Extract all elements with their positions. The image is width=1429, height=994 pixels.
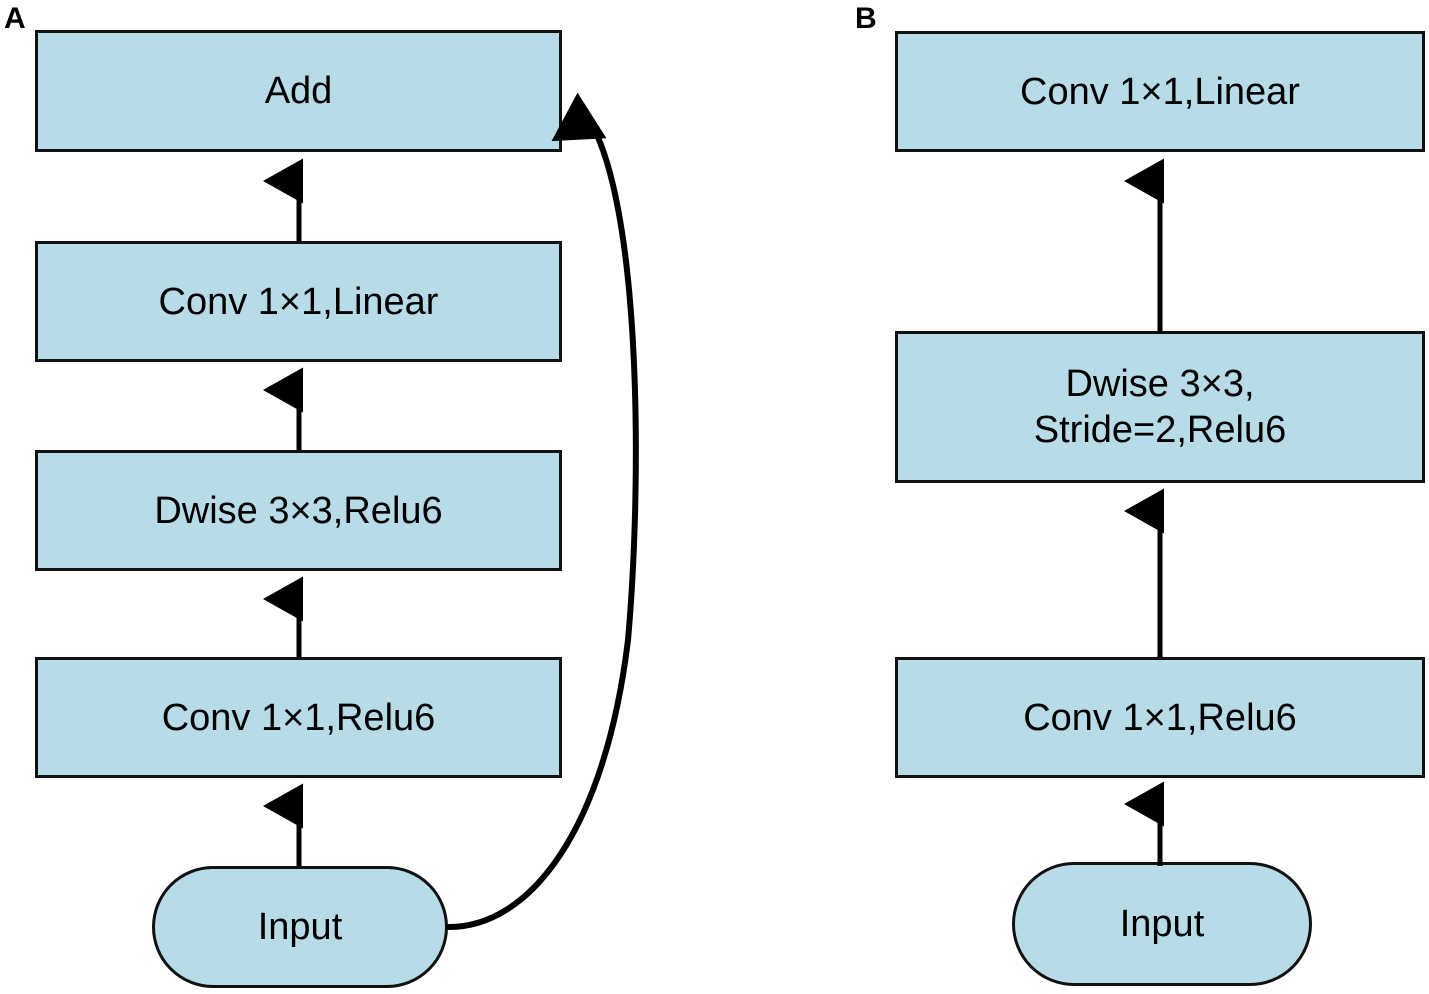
panel-label-b: B xyxy=(855,2,877,35)
node-a-conv-linear[interactable]: Conv 1×1,Linear xyxy=(35,241,562,362)
node-b-conv-linear[interactable]: Conv 1×1,Linear xyxy=(895,31,1425,152)
node-b-input[interactable]: Input xyxy=(1012,862,1312,986)
node-a-conv-relu[interactable]: Conv 1×1,Relu6 xyxy=(35,657,562,778)
node-a-input[interactable]: Input xyxy=(152,866,448,988)
node-b-dwise-stride2[interactable]: Dwise 3×3, Stride=2,Relu6 xyxy=(895,331,1425,483)
panel-label-a: A xyxy=(4,2,26,35)
node-a-dwise[interactable]: Dwise 3×3,Relu6 xyxy=(35,450,562,571)
node-a-add[interactable]: Add xyxy=(35,30,562,152)
node-b-conv-relu[interactable]: Conv 1×1,Relu6 xyxy=(895,657,1425,778)
